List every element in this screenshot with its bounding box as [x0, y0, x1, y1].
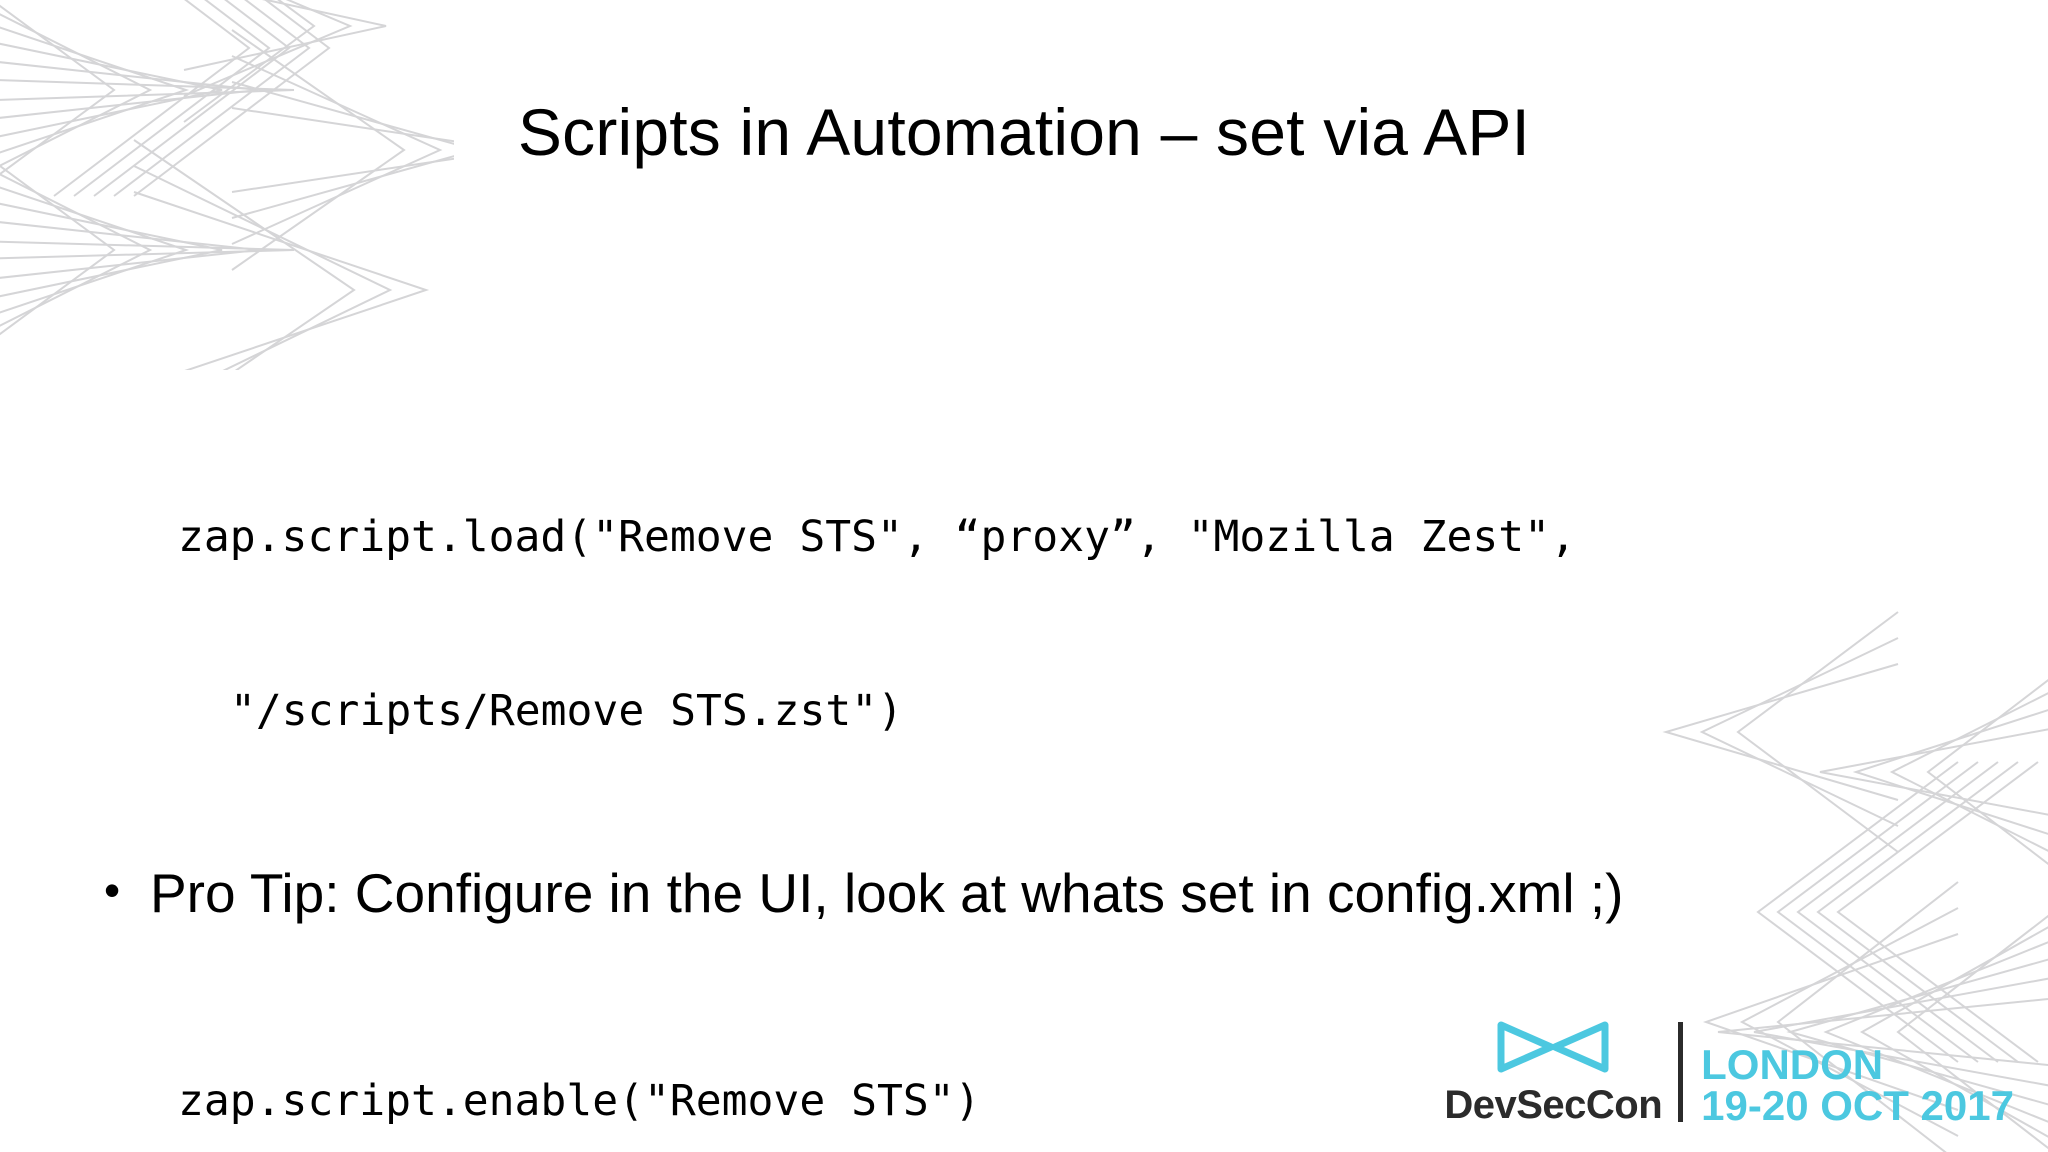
code-line-load: zap.script.load("Remove STS", “proxy”, "…: [178, 512, 1576, 563]
logo-dates: 19-20 OCT 2017: [1701, 1081, 2014, 1129]
slide-title: Scripts in Automation – set via API: [517, 95, 1531, 169]
bullet-marker-icon: •: [104, 864, 121, 916]
logo-event-details: LONDON 19-20 OCT 2017: [1701, 1040, 2014, 1129]
code-block: zap.script.load("Remove STS", “proxy”, "…: [178, 392, 1878, 1152]
code-line-enable: zap.script.enable("Remove STS"): [178, 1076, 981, 1127]
bullet-text: Pro Tip: Configure in the UI, look at wh…: [150, 862, 1624, 924]
logo-city: LONDON: [1701, 1040, 1884, 1088]
bowtie-icon: [1497, 1019, 1609, 1080]
logo-divider: [1678, 1022, 1684, 1122]
list-item: • Pro Tip: Configure in the UI, look at …: [104, 862, 1964, 925]
code-line-path: "/scripts/Remove STS.zst"): [230, 686, 904, 737]
logo-wordmark: DevSecCon: [1444, 1083, 1663, 1127]
logo-left-group: DevSecCon: [1444, 1019, 1678, 1126]
devseccon-logo: DevSecCon LONDON 19-20 OCT 2017: [1444, 1006, 2014, 1126]
bullet-list: • Pro Tip: Configure in the UI, look at …: [104, 862, 1964, 925]
decorative-chevron-pattern-top-left: [0, 0, 454, 370]
